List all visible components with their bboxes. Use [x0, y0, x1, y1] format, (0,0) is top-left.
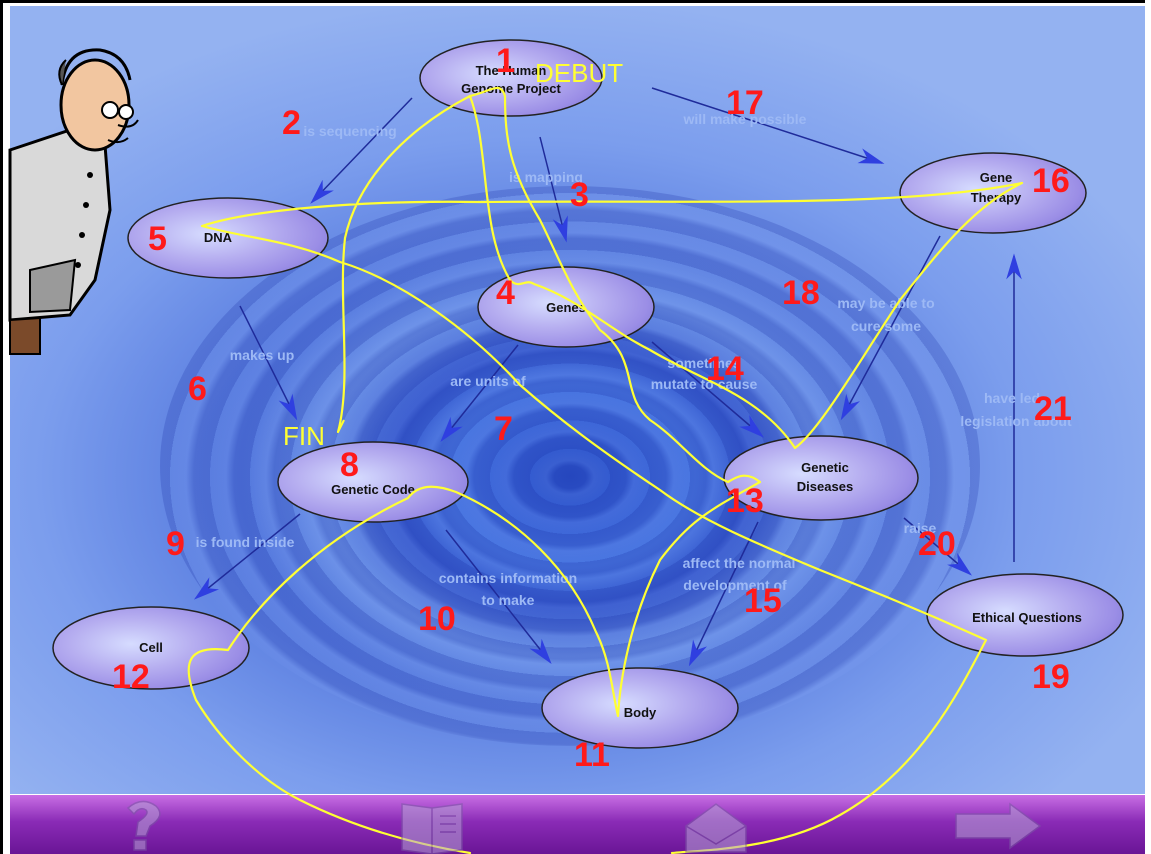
label-have-led: have led [984, 390, 1040, 406]
step-number: 10 [418, 600, 456, 638]
label-makes-up: makes up [230, 347, 295, 363]
node-body: Body [541, 667, 739, 749]
step-number: 16 [1032, 162, 1070, 200]
label-sometimes: sometimes [667, 355, 740, 371]
node-genetic-code: Genetic Code [277, 441, 469, 523]
envelope-icon[interactable] [685, 803, 747, 853]
step-number: 2 [282, 104, 301, 142]
label-legislation-about: legislation about [960, 413, 1072, 429]
step-number: 19 [1032, 658, 1070, 696]
right-edge [1145, 0, 1151, 854]
label-is-sequencing: is sequencing [303, 123, 396, 139]
step-number: 1 [496, 42, 515, 80]
svg-text:Diseases: Diseases [797, 479, 853, 494]
professor-character [8, 48, 139, 355]
step-number: 21 [1034, 390, 1072, 428]
svg-text:DNA: DNA [204, 230, 233, 245]
step-number: 6 [188, 370, 207, 408]
svg-text:Genetic Code: Genetic Code [331, 482, 415, 497]
label-is-mapping: is mapping [509, 169, 583, 185]
step-number: 20 [918, 525, 956, 563]
step-number: 13 [726, 482, 764, 520]
label-cure-some: cure some [851, 318, 921, 334]
label-mutate-to-cause: mutate to cause [651, 376, 758, 392]
fin-label: FIN [283, 421, 325, 451]
step-number: 7 [494, 410, 513, 448]
node-cell: Cell [52, 606, 250, 690]
step-numbers: 1 2 3 4 5 6 7 8 9 10 11 12 13 14 15 16 1… [112, 42, 1072, 774]
svg-text:Body: Body [624, 705, 657, 720]
step-number: 18 [782, 274, 820, 312]
book-icon[interactable] [401, 803, 463, 854]
step-number: 9 [166, 525, 185, 563]
link-arrows [193, 87, 1022, 667]
label-may-be-able-to: may be able to [837, 295, 934, 311]
label-contains-information: contains information [439, 570, 577, 586]
step-number: 5 [148, 220, 167, 258]
node-gene-therapy: Gene Therapy [899, 152, 1087, 234]
label-to-make: to make [482, 592, 535, 608]
node-dna: DNA [127, 197, 329, 279]
step-number: 4 [496, 274, 515, 312]
step-number: 17 [726, 84, 764, 122]
label-development-of: development of [683, 577, 787, 593]
fin-tick [337, 419, 345, 433]
question-mark-icon[interactable] [126, 800, 161, 851]
step-number: 8 [340, 446, 359, 484]
label-are-units-of: are units of [450, 373, 526, 389]
label-affect-the-normal: affect the normal [683, 555, 796, 571]
step-number: 11 [574, 736, 610, 774]
label-raise: raise [904, 520, 937, 536]
svg-text:Genome Project: Genome Project [461, 81, 561, 96]
arrow-right-icon[interactable] [955, 802, 1042, 850]
step-number: 3 [570, 176, 589, 214]
node-human-genome-project: The Human Genome Project [419, 39, 603, 117]
step-number: 14 [706, 350, 744, 388]
svg-text:Cell: Cell [139, 640, 163, 655]
svg-text:The Human: The Human [476, 63, 547, 78]
step-number: 12 [112, 658, 150, 696]
link-labels: is sequencing is mapping will make possi… [196, 111, 1072, 608]
yellow-route-path [187, 86, 1024, 854]
label-is-found-inside: is found inside [196, 534, 295, 550]
label-will-make-possible: will make possible [683, 111, 807, 127]
step-number: 15 [744, 582, 782, 620]
svg-text:Gene: Gene [980, 170, 1013, 185]
svg-text:Genetic: Genetic [801, 460, 849, 475]
node-genetic-diseases: Genetic Diseases [723, 435, 919, 521]
debut-label: DEBUT [535, 58, 623, 88]
node-ethical-questions: Ethical Questions [926, 573, 1124, 657]
svg-text:Ethical Questions: Ethical Questions [972, 610, 1082, 625]
